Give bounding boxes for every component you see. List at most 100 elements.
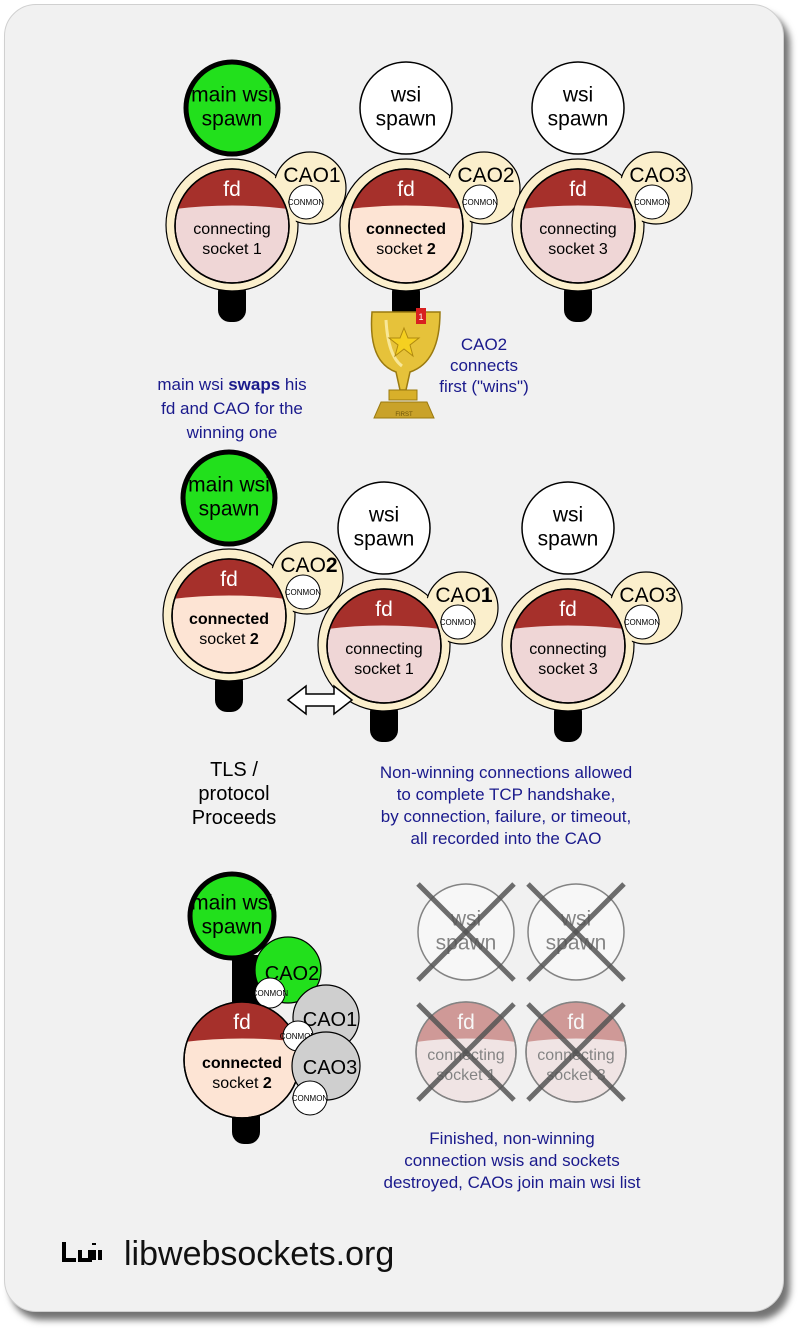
socket-circle: fd connecting socket 3 xyxy=(510,588,626,704)
svg-text:CONMON: CONMON xyxy=(288,198,325,207)
svg-text:CONMON: CONMON xyxy=(462,198,499,207)
caption-non-winning: by connection, failure, or timeout, xyxy=(381,807,631,826)
caption-non-winning: to complete TCP handshake, xyxy=(397,785,616,804)
cao-label: CAO2 xyxy=(280,554,337,577)
svg-text:FIRST: FIRST xyxy=(395,412,413,418)
row3-main-wsi: main wsispawnCAO2CONMONCAO1fdconnectedso… xyxy=(183,871,361,1144)
caption-swaps-line2: fd and CAO for the xyxy=(161,399,303,418)
socket-circle: fd connected socket 2 xyxy=(348,168,464,284)
spawn-label: spawn xyxy=(538,527,599,550)
svg-text:CONMON: CONMON xyxy=(252,989,289,998)
fd-label: fd xyxy=(223,178,241,201)
caption-tls: TLS / xyxy=(210,759,258,781)
conmon-badge: CONMON xyxy=(634,184,671,220)
caption-cao2-wins: CAO2 xyxy=(461,335,507,354)
conmon-badge: CONMON xyxy=(440,604,476,640)
spawn-label: main wsi xyxy=(191,83,273,106)
socket-status: connected xyxy=(189,611,269,628)
socket-status: connecting xyxy=(193,221,270,238)
caption-non-winning: Non-winning connections allowed xyxy=(380,763,632,782)
spawn-label: spawn xyxy=(199,497,260,520)
svg-text:CAO1: CAO1 xyxy=(303,1009,357,1031)
main-socket: fd connected socket 2 xyxy=(183,1001,301,1119)
socket-name: socket 2 xyxy=(199,631,259,648)
svg-text:CAO2: CAO2 xyxy=(265,963,319,985)
spawn-label: wsi xyxy=(552,503,583,526)
svg-text:CONMON: CONMON xyxy=(285,588,322,597)
svg-text:1: 1 xyxy=(418,312,423,322)
caption-swaps: main wsi swaps his xyxy=(157,375,306,394)
caption-destroyed: connection wsis and sockets xyxy=(404,1151,619,1170)
logo-text: libwebsockets.org xyxy=(124,1235,394,1273)
fd-label: fd xyxy=(397,178,415,201)
spawn-label: wsi xyxy=(562,83,593,106)
fd-label: fd xyxy=(569,178,587,201)
svg-text:CONMON: CONMON xyxy=(634,198,671,207)
cao-label: CAO3 xyxy=(629,164,686,187)
caption-swaps-line3: winning one xyxy=(186,423,278,442)
spawn-label: spawn xyxy=(354,527,415,550)
socket-status: connecting xyxy=(529,641,606,658)
svg-text:CONMON: CONMON xyxy=(292,1094,329,1103)
socket-name: socket 3 xyxy=(546,1067,606,1084)
svg-text:CAO3: CAO3 xyxy=(303,1057,357,1079)
svg-text:CONMON: CONMON xyxy=(624,618,661,627)
socket-name: socket 3 xyxy=(548,241,608,258)
spawn-label: wsi xyxy=(368,503,399,526)
cao-label: CAO2 xyxy=(457,164,514,187)
conmon-badge: CONMON xyxy=(285,574,322,610)
socket-name: socket 2 xyxy=(376,241,436,258)
libwebsockets-logo: libwebsockets.org xyxy=(62,1235,394,1273)
cao-label: CAO1 xyxy=(435,584,493,607)
conmon-badge: CONMON xyxy=(624,604,661,640)
caption-cao2-wins: first ("wins") xyxy=(439,377,529,396)
conmon-badge: CONMON xyxy=(252,977,289,1009)
socket-status: connecting xyxy=(345,641,422,658)
cao-label: CAO1 xyxy=(283,164,340,187)
socket-status: connecting xyxy=(539,221,616,238)
socket-name: socket 2 xyxy=(212,1075,272,1092)
conmon-badge: CONMON xyxy=(288,184,325,220)
socket-name: socket 3 xyxy=(538,661,598,678)
spawn-label: main wsi xyxy=(188,473,270,496)
fd-label: fd xyxy=(233,1011,251,1034)
swap-arrow-icon xyxy=(286,684,354,716)
spawn-label: wsi xyxy=(390,83,421,106)
caption-tls: protocol xyxy=(198,783,269,805)
socket-status: connected xyxy=(366,221,446,238)
socket-status: connected xyxy=(202,1055,282,1072)
socket-name: socket 1 xyxy=(202,241,262,258)
spawn-label: spawn xyxy=(202,915,263,938)
caption-destroyed: Finished, non-winning xyxy=(429,1129,594,1148)
caption-non-winning: all recorded into the CAO xyxy=(411,829,602,848)
fd-label: fd xyxy=(457,1011,475,1034)
caption-cao2-wins: connects xyxy=(450,356,518,375)
spawn-label: spawn xyxy=(376,107,437,130)
socket-circle: fd connecting socket 1 xyxy=(174,168,290,284)
fd-label: fd xyxy=(559,598,577,621)
socket-circle: fd connecting socket 3 xyxy=(520,168,636,284)
svg-text:CONMON: CONMON xyxy=(280,1032,317,1041)
conmon-badge: CONMON xyxy=(462,184,499,220)
socket-name: socket 1 xyxy=(436,1067,496,1084)
